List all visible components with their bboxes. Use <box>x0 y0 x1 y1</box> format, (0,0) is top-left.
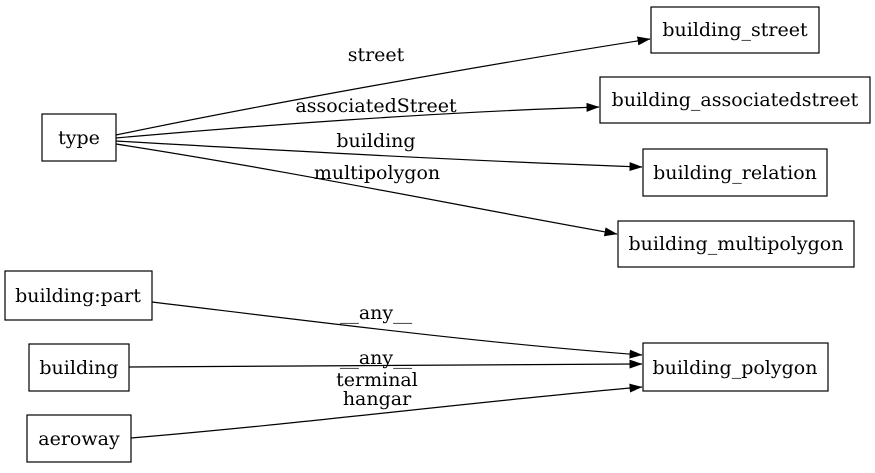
node-building_associatedstreet: building_associatedstreet <box>599 76 871 124</box>
node-building_multipolygon: building_multipolygon <box>617 220 855 268</box>
node-building_street: building_street <box>650 6 820 54</box>
node-building_polygon: building_polygon <box>642 342 829 392</box>
node-type: type <box>41 113 117 162</box>
edge-building-building_polygon <box>128 359 643 369</box>
edge-buildingpart-building_polygon <box>151 301 643 359</box>
edge-label-associatedstreet: associatedStreet <box>295 95 457 117</box>
node-type-label: type <box>58 127 100 149</box>
edge-label-hangar: hangar <box>343 388 412 410</box>
node-building_street-label: building_street <box>662 19 808 41</box>
node-buildingpart-box <box>4 270 153 321</box>
edge-type-building_street <box>115 36 651 136</box>
node-aeroway: aeroway <box>26 414 132 463</box>
node-buildingpart: building:part <box>4 270 153 321</box>
edge-label-multipolygon: multipolygon <box>314 162 440 184</box>
node-building_multipolygon-label: building_multipolygon <box>629 233 844 255</box>
edge-label-street: street <box>348 44 405 66</box>
node-building-label: building <box>39 357 118 379</box>
node-building_relation-box <box>642 148 828 197</box>
node-type-box <box>41 113 117 162</box>
node-building_polygon-label: building_polygon <box>653 357 818 379</box>
node-building_relation: building_relation <box>642 148 828 197</box>
node-building_street-box <box>650 6 820 54</box>
node-building: building <box>28 343 130 392</box>
node-buildingpart-label: building:part <box>15 285 141 307</box>
node-building_associatedstreet-label: building_associatedstreet <box>612 89 859 111</box>
node-building_associatedstreet-box <box>599 76 871 124</box>
node-aeroway-label: aeroway <box>38 428 120 450</box>
edge-aeroway-building_polygon <box>130 383 643 439</box>
node-building_polygon-box <box>642 342 829 392</box>
edge-type-building_associatedstreet <box>115 102 600 139</box>
node-aeroway-box <box>26 414 132 463</box>
edge-label-any-building: __any__ <box>340 347 413 369</box>
edge-label-any-buildingpart: __any__ <box>340 302 413 324</box>
node-building-box <box>28 343 130 392</box>
node-building_multipolygon-box <box>617 220 855 268</box>
edge-type-building_multipolygon <box>115 143 618 237</box>
edge-type-building_relation <box>115 140 643 172</box>
node-building_relation-label: building_relation <box>653 162 817 184</box>
edge-label-building: building <box>336 130 415 152</box>
edge-label-terminal: terminal <box>336 369 418 391</box>
